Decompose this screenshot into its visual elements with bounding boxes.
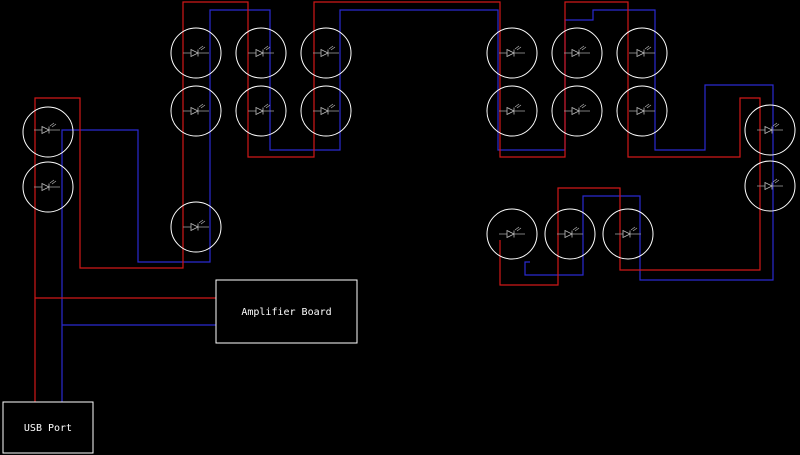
led-20	[602, 208, 654, 260]
positive-wires	[34, 1, 761, 402]
led-1	[22, 106, 74, 158]
led-2	[22, 161, 74, 213]
led-group	[22, 27, 796, 260]
wire-pos-usb-trunk	[34, 1, 761, 402]
led-12	[616, 27, 668, 79]
led-16	[744, 104, 796, 156]
led-5	[300, 27, 352, 79]
led-7	[235, 85, 287, 137]
wire-neg-usb-trunk	[61, 9, 510, 402]
led-15	[616, 85, 668, 137]
led-18	[486, 208, 538, 260]
led-19	[544, 208, 596, 260]
led-13	[486, 85, 538, 137]
led-3	[170, 27, 222, 79]
wire-neg-right-upper	[510, 9, 774, 281]
led-6	[170, 85, 222, 137]
led-10	[486, 27, 538, 79]
led-9	[170, 201, 222, 253]
led-14	[551, 85, 603, 137]
amplifier-board-label: Amplifier Board	[241, 307, 331, 318]
usb-port: USB Port	[2, 401, 94, 454]
negative-wires	[61, 9, 774, 402]
amplifier-board: Amplifier Board	[215, 279, 358, 344]
led-4	[235, 27, 287, 79]
led-11	[551, 27, 603, 79]
usb-port-label: USB Port	[24, 423, 72, 434]
led-8	[300, 85, 352, 137]
led-17	[744, 160, 796, 212]
